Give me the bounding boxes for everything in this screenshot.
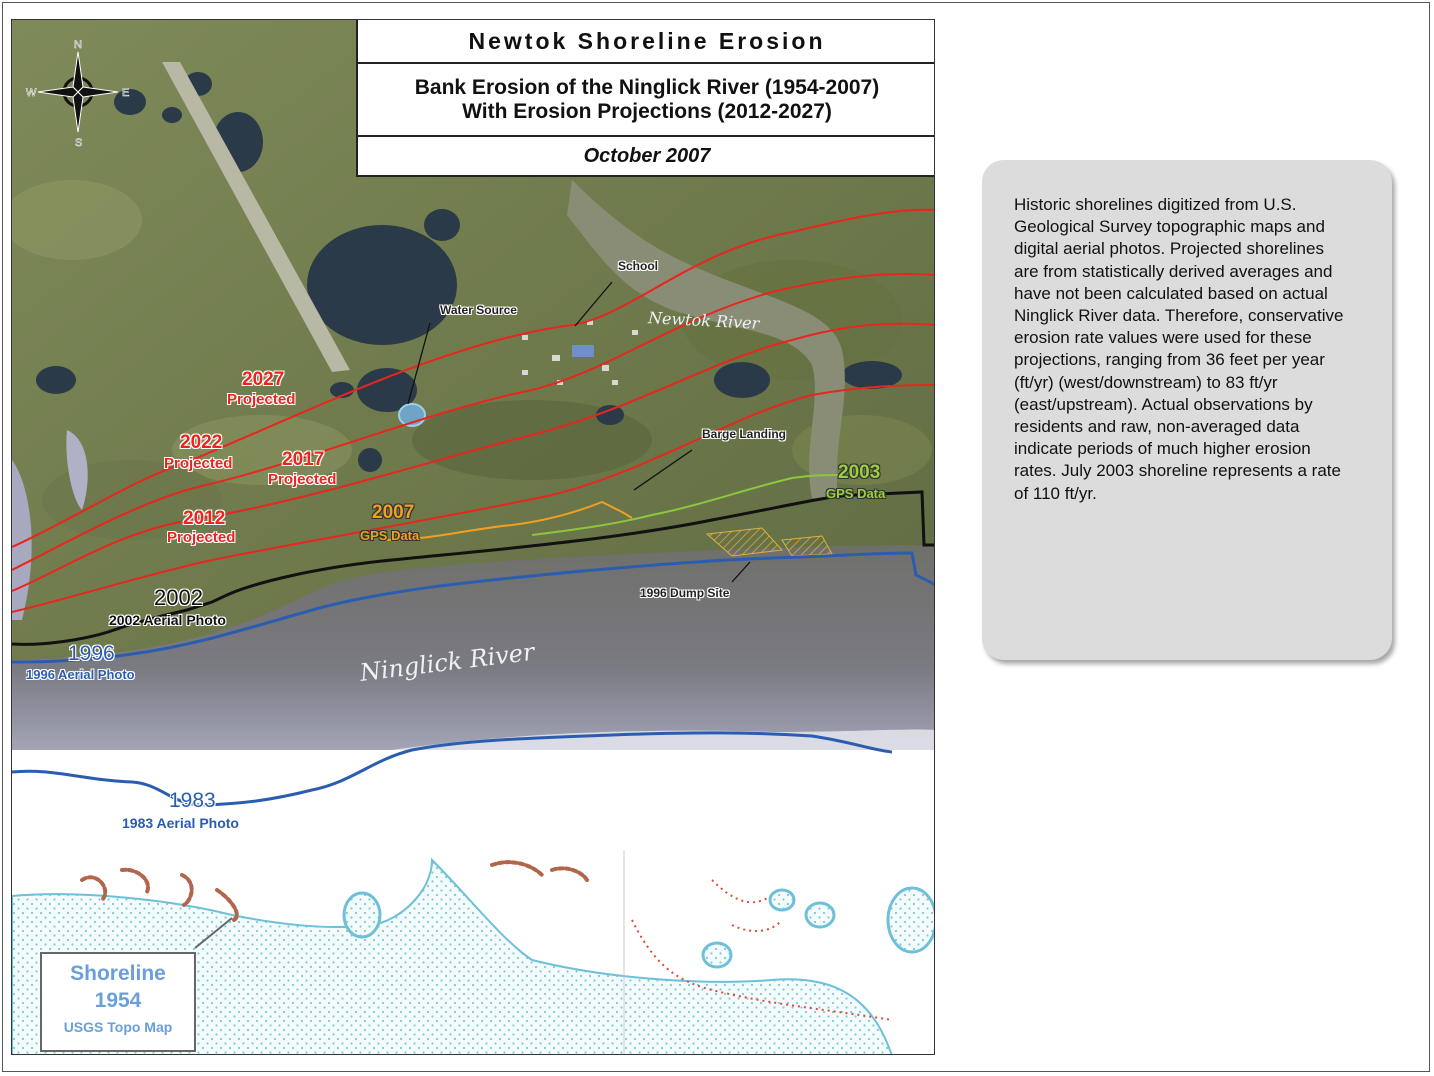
label-dump-site: 1996 Dump Site	[640, 586, 730, 600]
shoreline-2002-line	[12, 490, 934, 646]
west-lake-small	[66, 430, 88, 510]
topo-ponds	[342, 886, 934, 969]
label-2003-year: 2003	[838, 462, 881, 483]
explanatory-note: Historic shorelines digitized from U.S. …	[982, 160, 1392, 660]
label-2007-sub: GPS Data	[360, 528, 420, 543]
label-water-source: Water Source	[440, 303, 517, 317]
label-1996-sub: 1996 Aerial Photo	[26, 667, 135, 682]
label-school: School	[618, 259, 659, 273]
shoreline-1996-line	[12, 551, 934, 664]
projection-2022-line	[12, 272, 934, 571]
projection-2017-line	[12, 322, 934, 592]
compass-icon: N S E W	[26, 39, 130, 150]
label-2027-year: 2027	[242, 369, 285, 390]
topo-dotted-contours	[631, 879, 893, 1021]
shoreline-1983-line	[12, 731, 893, 807]
topo-contours	[80, 860, 589, 922]
gps-2007-line	[381, 500, 633, 541]
white-band	[12, 750, 934, 850]
label-2017-sub: Projected	[268, 471, 337, 488]
compass-w: W	[26, 87, 37, 99]
title-box: Newtok Shoreline Erosion Bank Erosion of…	[356, 20, 934, 177]
label-2027-sub: Projected	[227, 391, 296, 408]
shoreline-1954-box: Shoreline 1954 USGS Topo Map	[40, 952, 196, 1052]
label-leaders	[407, 281, 751, 583]
note-text: Historic shorelines digitized from U.S. …	[1014, 195, 1344, 503]
label-2012-sub: Projected	[167, 529, 236, 546]
label-2022-year: 2022	[180, 432, 223, 453]
label-barge-landing: Barge Landing	[702, 427, 787, 441]
label-2012-year: 2012	[183, 508, 226, 529]
compass-n: N	[74, 39, 82, 51]
label-2002-year: 2002	[154, 585, 203, 610]
dump-site-area-1	[705, 527, 784, 557]
ninglick-river-water	[12, 545, 934, 750]
compass-s: S	[75, 137, 82, 149]
ponds	[36, 72, 902, 472]
shoreline-box-line1: Shoreline	[70, 962, 166, 985]
map-subtitle: Bank Erosion of the Ninglick River (1954…	[358, 64, 934, 137]
gps-2003-line	[531, 474, 843, 536]
map-title: Newtok Shoreline Erosion	[358, 20, 934, 64]
compass-e: E	[122, 87, 129, 99]
label-2007-year: 2007	[372, 502, 415, 523]
shoreline-box-line3: USGS Topo Map	[63, 1019, 173, 1035]
compass-rose: N S E W	[24, 34, 136, 154]
map-date: October 2007	[583, 144, 711, 167]
subtitle-line-2: With Erosion Projections (2012-2027)	[462, 99, 832, 123]
label-1983-sub: 1983 Aerial Photo	[122, 815, 239, 831]
shoreline-box-line2: 1954	[94, 989, 142, 1012]
airstrip	[162, 62, 350, 372]
label-2022-sub: Projected	[164, 455, 233, 472]
west-lake	[12, 460, 32, 620]
label-2017-year: 2017	[282, 449, 325, 470]
projection-2012-line	[12, 384, 934, 613]
label-2002-sub: 2002 Aerial Photo	[109, 612, 226, 628]
label-1983-year: 1983	[169, 789, 216, 812]
projection-2027-line	[12, 208, 934, 548]
shoreline-box-pointer	[194, 917, 233, 949]
topo-1954-water	[12, 857, 893, 1054]
label-1996-year: 1996	[68, 642, 115, 665]
erosion-map: N S E W Newtok Shoreline Erosion Bank Er…	[11, 19, 935, 1055]
newtok-river-channel	[567, 180, 845, 498]
subtitle-line-1: Bank Erosion of the Ninglick River (1954…	[414, 75, 880, 99]
label-2003-sub: GPS Data	[826, 486, 886, 501]
dump-site-area-2	[781, 535, 833, 557]
projected-shorelines	[12, 208, 934, 613]
